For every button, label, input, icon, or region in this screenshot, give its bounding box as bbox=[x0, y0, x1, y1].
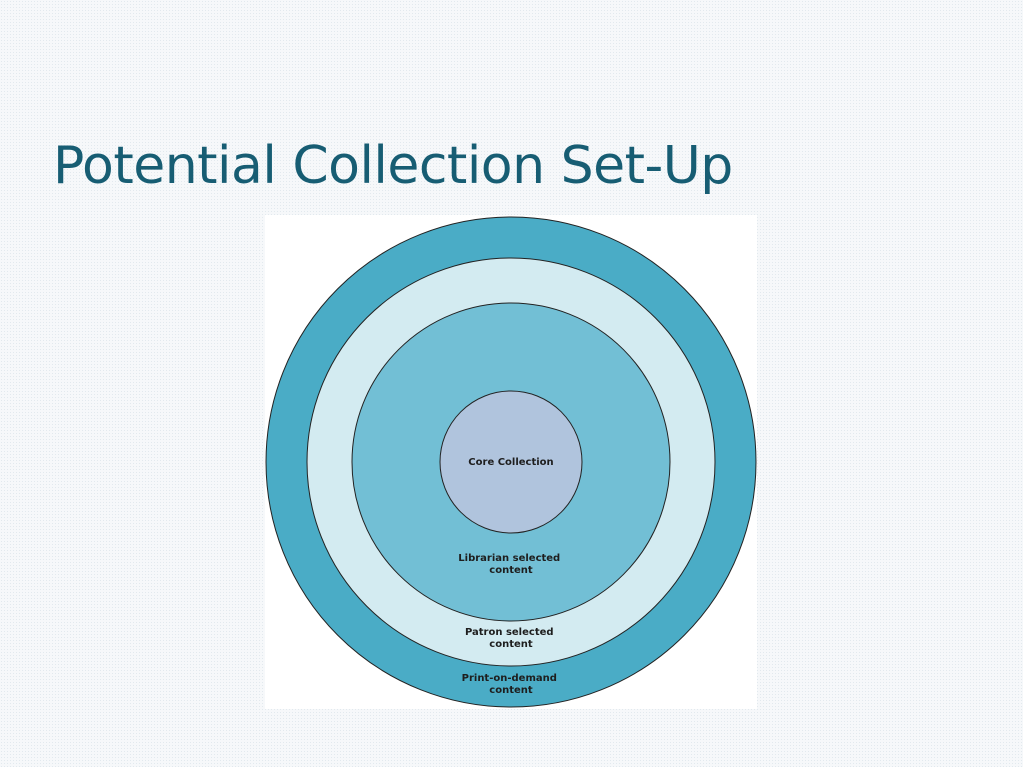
concentric-circles-diagram: Core Collection Librarian selected conte… bbox=[265, 216, 757, 708]
slide-title: Potential Collection Set-Up bbox=[53, 136, 733, 196]
print-on-demand-label: Print-on-demand content bbox=[462, 673, 561, 696]
collection-diagram: Core Collection Librarian selected conte… bbox=[265, 215, 757, 709]
librarian-selected-label: Librarian selected content bbox=[458, 553, 563, 576]
patron-selected-label: Patron selected content bbox=[465, 627, 557, 650]
core-collection-label: Core Collection bbox=[468, 457, 553, 468]
ring-core-collection bbox=[439, 390, 583, 534]
